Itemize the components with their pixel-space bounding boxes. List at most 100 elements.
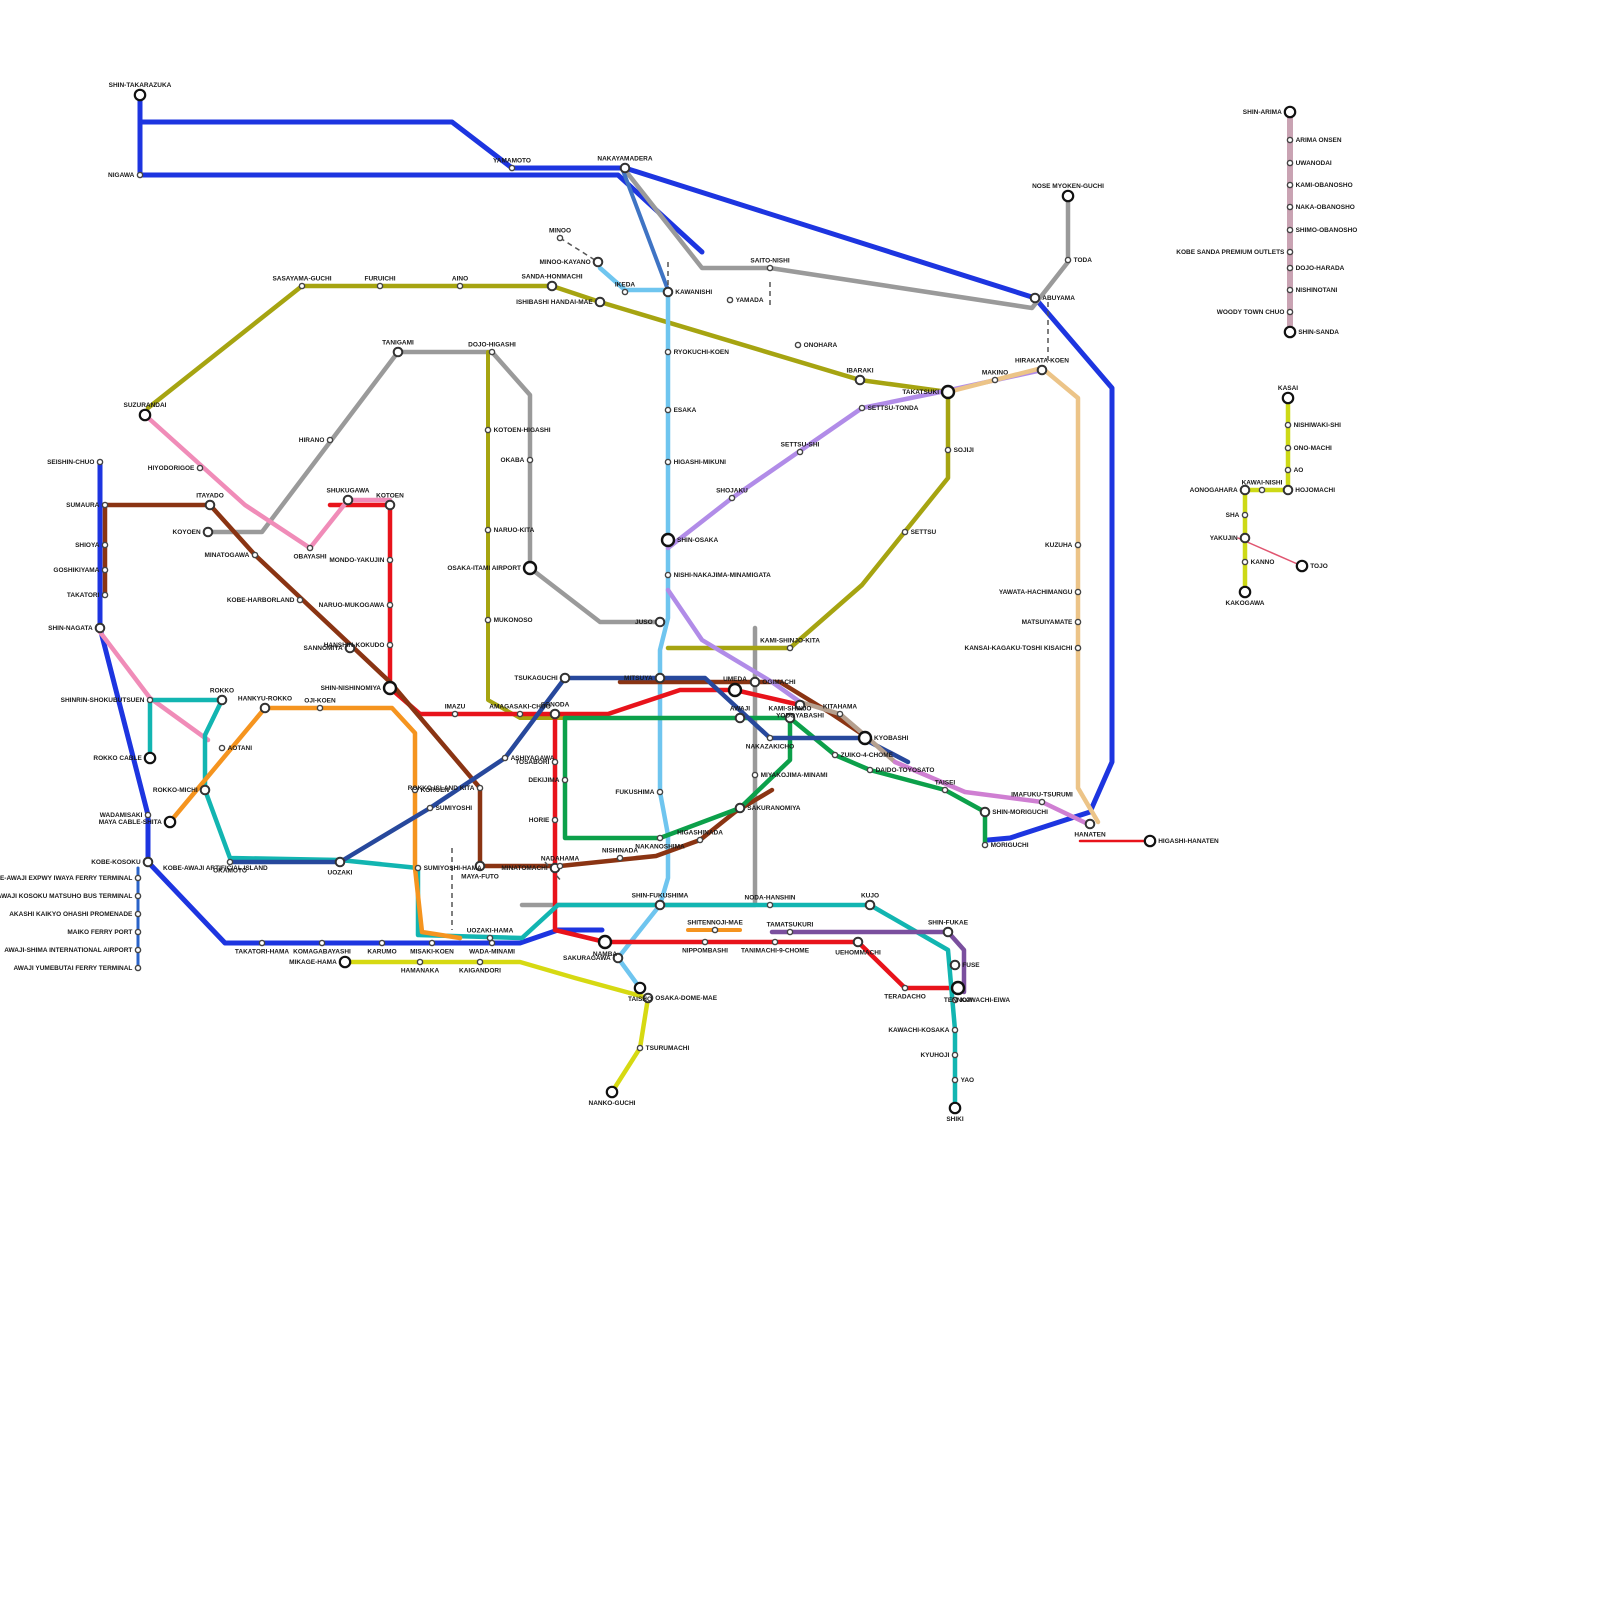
station-marker[interactable] <box>636 1044 644 1052</box>
station-marker[interactable] <box>1286 136 1294 144</box>
station-marker[interactable] <box>306 544 314 552</box>
station-marker[interactable] <box>1258 486 1266 494</box>
station-marker[interactable] <box>1238 585 1252 599</box>
station-marker[interactable] <box>950 980 966 996</box>
station-marker[interactable] <box>501 754 509 762</box>
station-marker[interactable] <box>426 804 434 812</box>
station-marker[interactable] <box>766 901 774 909</box>
station-marker[interactable] <box>948 1101 962 1115</box>
station-marker[interactable] <box>476 958 484 966</box>
station-marker[interactable] <box>901 984 909 992</box>
station-marker[interactable] <box>1239 532 1251 544</box>
station-marker[interactable] <box>101 591 109 599</box>
station-marker[interactable] <box>484 426 492 434</box>
station-marker[interactable] <box>143 751 157 765</box>
station-marker[interactable] <box>298 282 306 290</box>
station-marker[interactable] <box>664 571 672 579</box>
station-marker[interactable] <box>134 892 142 900</box>
station-marker[interactable] <box>901 528 909 536</box>
station-marker[interactable] <box>701 938 709 946</box>
station-marker[interactable] <box>662 286 674 298</box>
station-marker[interactable] <box>376 282 384 290</box>
station-marker[interactable] <box>1282 484 1294 496</box>
station-marker[interactable] <box>526 456 534 464</box>
station-marker[interactable] <box>654 899 666 911</box>
station-marker[interactable] <box>726 296 734 304</box>
station-marker[interactable] <box>202 526 214 538</box>
station-marker[interactable] <box>784 712 796 724</box>
station-marker[interactable] <box>334 856 346 868</box>
station-marker[interactable] <box>1241 511 1249 519</box>
station-marker[interactable] <box>1286 203 1294 211</box>
station-marker[interactable] <box>94 622 106 634</box>
station-marker[interactable] <box>612 952 624 964</box>
station-marker[interactable] <box>1286 226 1294 234</box>
station-marker[interactable] <box>1239 484 1251 496</box>
station-marker[interactable] <box>146 696 154 704</box>
station-marker[interactable] <box>766 734 774 742</box>
station-marker[interactable] <box>559 672 571 684</box>
station-marker[interactable] <box>386 556 394 564</box>
station-marker[interactable] <box>416 958 424 966</box>
station-marker[interactable] <box>451 710 459 718</box>
station-marker[interactable] <box>1284 466 1292 474</box>
station-marker[interactable] <box>316 704 324 712</box>
station-marker[interactable] <box>386 601 394 609</box>
station-marker[interactable] <box>981 841 989 849</box>
station-marker[interactable] <box>766 264 774 272</box>
station-marker[interactable] <box>134 964 142 972</box>
station-marker[interactable] <box>1061 189 1075 203</box>
station-marker[interactable] <box>382 680 398 696</box>
station-marker[interactable] <box>734 712 746 724</box>
station-marker[interactable] <box>941 786 949 794</box>
station-marker[interactable] <box>344 642 356 654</box>
station-marker[interactable] <box>940 384 956 400</box>
station-marker[interactable] <box>786 644 794 652</box>
station-marker[interactable] <box>991 376 999 384</box>
station-marker[interactable] <box>749 676 761 688</box>
station-marker[interactable] <box>1286 308 1294 316</box>
station-marker[interactable] <box>474 860 486 872</box>
station-marker[interactable] <box>866 766 874 774</box>
station-marker[interactable] <box>522 560 538 576</box>
station-marker[interactable] <box>597 934 613 950</box>
station-marker[interactable] <box>488 348 496 356</box>
station-marker[interactable] <box>734 802 746 814</box>
station-marker[interactable] <box>556 234 564 242</box>
station-marker[interactable] <box>831 751 839 759</box>
station-marker[interactable] <box>642 992 654 1004</box>
station-marker[interactable] <box>96 458 104 466</box>
station-marker[interactable] <box>949 959 961 971</box>
station-marker[interactable] <box>857 730 873 746</box>
station-marker[interactable] <box>1284 421 1292 429</box>
station-marker[interactable] <box>258 939 266 947</box>
station-marker[interactable] <box>196 464 204 472</box>
station-marker[interactable] <box>1038 798 1046 806</box>
station-marker[interactable] <box>414 864 422 872</box>
station-marker[interactable] <box>751 771 759 779</box>
station-marker[interactable] <box>551 816 559 824</box>
station-marker[interactable] <box>660 532 676 548</box>
station-marker[interactable] <box>411 786 419 794</box>
station-marker[interactable] <box>218 744 226 752</box>
station-marker[interactable] <box>654 616 666 628</box>
station-marker[interactable] <box>484 616 492 624</box>
station-marker[interactable] <box>199 784 211 796</box>
station-marker[interactable] <box>727 682 743 698</box>
station-marker[interactable] <box>1295 559 1309 573</box>
station-marker[interactable] <box>561 776 569 784</box>
station-marker[interactable] <box>138 408 152 422</box>
station-marker[interactable] <box>728 494 736 502</box>
station-marker[interactable] <box>1286 248 1294 256</box>
station-marker[interactable] <box>338 955 352 969</box>
station-marker[interactable] <box>942 926 954 938</box>
station-marker[interactable] <box>556 862 564 870</box>
station-marker[interactable] <box>664 458 672 466</box>
station-marker[interactable] <box>594 296 606 308</box>
station-marker[interactable] <box>378 939 386 947</box>
station-marker[interactable] <box>134 928 142 936</box>
station-marker[interactable] <box>1286 159 1294 167</box>
station-marker[interactable] <box>136 171 144 179</box>
station-marker[interactable] <box>318 939 326 947</box>
station-marker[interactable] <box>711 926 719 934</box>
